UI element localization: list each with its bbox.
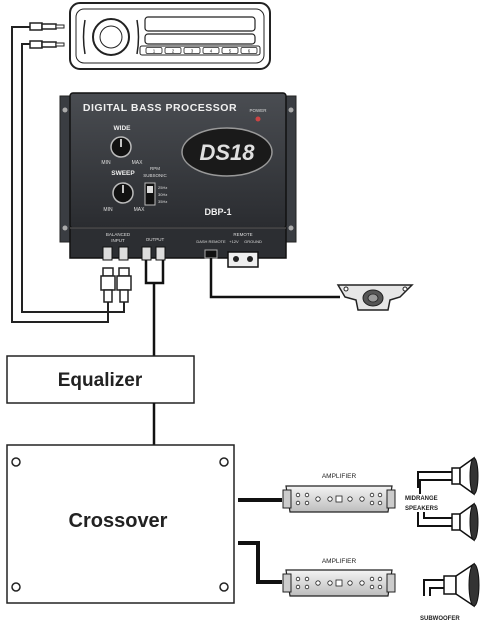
amplifier-top <box>282 485 396 513</box>
dash-remote-label: DASH REMOTE <box>196 239 226 244</box>
input-cables <box>11 26 125 323</box>
amp-cables <box>238 498 282 584</box>
equalizer-label: Equalizer <box>58 370 143 391</box>
crossover-box <box>6 444 235 604</box>
output-cable <box>144 260 165 356</box>
preset-button-label: 2 <box>172 49 175 54</box>
preset-button-label: 4 <box>210 49 213 54</box>
rca-plugs-head-unit <box>29 22 65 49</box>
preset-button[interactable] <box>145 47 163 54</box>
wide-max-label: MAX <box>132 160 144 166</box>
subsonic-label: SUBSONIC <box>143 173 167 178</box>
bass-processor-unit: DS18 <box>59 92 297 268</box>
wide-min-label: MIN <box>101 160 111 166</box>
freq-25-label: 25Hz <box>158 185 167 190</box>
brand-logo <box>181 127 273 177</box>
remote-cable <box>209 258 340 299</box>
sweep-max-label: MAX <box>134 207 146 213</box>
amplifier-top-label: AMPLIFIER <box>322 473 357 480</box>
remote-label: REMOTE <box>233 232 252 237</box>
sweep-min-label: MIN <box>103 207 113 213</box>
speakers-label: SPEAKERS <box>405 506 438 512</box>
preset-button-label: 5 <box>229 49 232 54</box>
preset-button-label: 6 <box>248 49 251 54</box>
brand-logo-text: DS18 <box>199 140 255 165</box>
power-label: POWER <box>249 108 267 113</box>
power-led-icon <box>255 116 261 122</box>
freq-30-label: 30Hz <box>158 192 167 197</box>
subwoofer-label: SUBWOOFER <box>420 616 460 622</box>
rpm-label: RPM <box>150 166 160 171</box>
volume-knob-icon <box>92 18 130 56</box>
sweep-label: SWEEP <box>111 170 135 177</box>
preset-button[interactable] <box>221 47 239 54</box>
midrange-speaker-top-icon <box>417 456 479 496</box>
model-label: DBP-1 <box>204 207 231 217</box>
dash-remote-port <box>204 249 218 259</box>
preset-buttons: 1 2 3 4 5 6 <box>145 47 258 54</box>
crossover-label: Crossover <box>69 510 168 532</box>
preset-button-label: 1 <box>153 49 156 54</box>
plus12v-label: +12V <box>229 239 239 244</box>
output-label: OUTPUT <box>146 237 165 242</box>
subwoofer-speaker-icon <box>423 562 480 608</box>
preset-button[interactable] <box>202 47 220 54</box>
midrange-speaker-bottom-icon <box>417 502 479 542</box>
ground-label: GROUND <box>244 239 262 244</box>
preset-button-label: 3 <box>191 49 194 54</box>
equalizer-box <box>6 355 195 404</box>
subsonic-switch[interactable] <box>144 182 156 206</box>
amplifier-bottom-label: AMPLIFIER <box>322 558 357 565</box>
amplifier-bottom <box>282 569 396 597</box>
head-unit: 1 2 3 4 5 6 <box>69 2 271 70</box>
freq-35-label: 35Hz <box>158 199 167 204</box>
preset-button[interactable] <box>183 47 201 54</box>
preset-button[interactable] <box>164 47 182 54</box>
balanced-label: BALANCED <box>106 232 131 237</box>
wide-label: WIDE <box>114 125 132 132</box>
processor-title: DIGITAL BASS PROCESSOR <box>83 102 237 114</box>
midrange-label: MIDRANGE <box>405 496 438 502</box>
power-terminal-block <box>227 251 259 268</box>
input-label: INPUT <box>111 238 125 243</box>
dash-remote-knob[interactable] <box>336 284 414 311</box>
preset-button[interactable] <box>240 47 258 54</box>
rca-plugs-processor <box>100 267 132 303</box>
